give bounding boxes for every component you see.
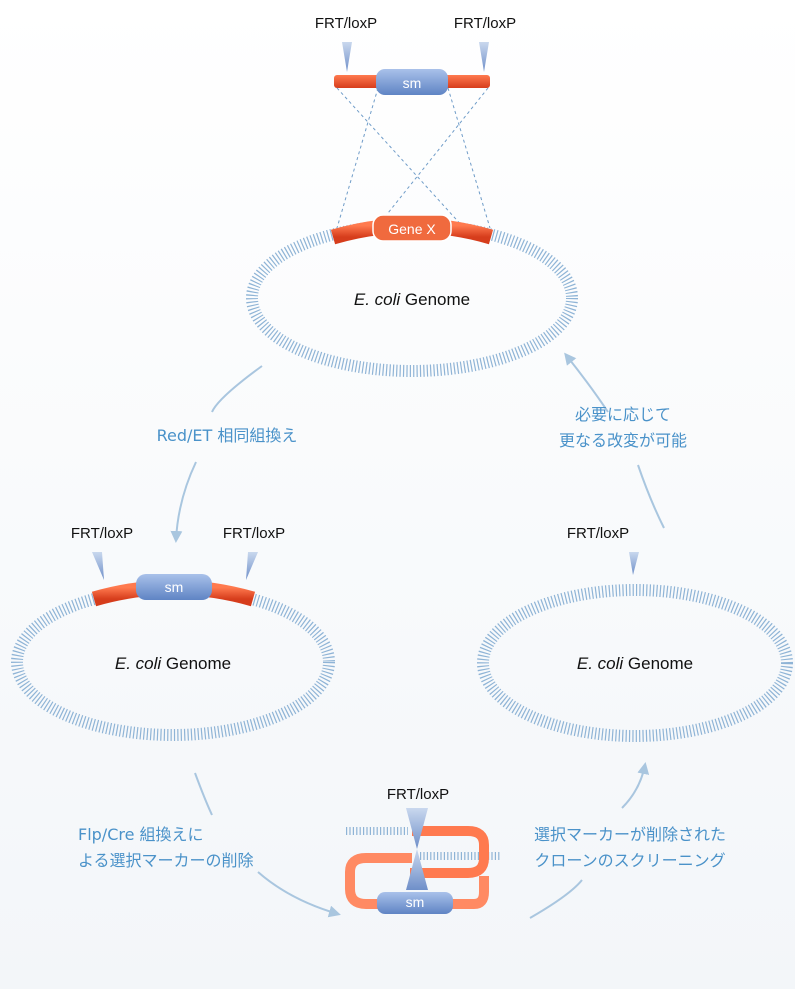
gene-x-label: Gene X [388,221,436,237]
sm-marker [377,892,453,914]
arrow-segment [211,365,263,413]
arrow-segment [194,772,213,816]
arrow-red-et [170,461,197,543]
frt-site-icon [629,552,639,575]
sm-marker [376,69,448,95]
frt-label-right: FRT/loxP [567,525,629,542]
frt-label-top-right: FRT/loxP [454,15,516,32]
step-further-line2: 更なる改変が可能 [559,431,687,450]
ecoli-italic: E. coli [115,654,163,673]
frt-label-left-a: FRT/loxP [71,525,133,542]
frt-label-bottom: FRT/loxP [387,786,449,803]
frt-label-top-left: FRT/loxP [315,15,377,32]
genome-label-left: E. coli Genome [115,654,231,673]
arrow-screening [621,762,650,809]
flow-arrows [170,352,665,919]
frt-label-left-b: FRT/loxP [223,525,285,542]
crossover-lines [336,87,491,229]
step-further-line1: 必要に応じて [575,405,671,424]
step-flp-cre-line2: よる選択マーカーの削除 [78,851,254,870]
genome-word: Genome [166,654,231,673]
step-screening-line2: クローンのスクリーニング [534,851,725,870]
step-screening-line1: 選択マーカーが削除された [534,825,726,844]
arrow-flp-cre [257,871,341,918]
frt-site-icon [92,552,104,580]
ecoli-italic: E. coli [577,654,625,673]
genome-left: FRT/loxP FRT/loxP sm E. coli Genome [11,525,335,741]
genome-label-top: E. coli Genome [354,290,470,309]
step-flp-cre-line1: Flp/Cre 組換えに [78,825,204,844]
gene-x-segment [372,214,452,242]
sm-label: sm [406,894,425,910]
frt-site-icon [406,849,428,890]
frt-site-icon [479,42,489,72]
sm-marker [136,574,212,600]
frt-site-icon [342,42,352,72]
sm-label: sm [165,579,184,595]
genome-top: Gene X E. coli Genome [246,214,578,377]
genome-right: FRT/loxP E. coli Genome [477,525,793,742]
sm-label: sm [403,75,422,91]
ecoli-italic: E. coli [354,290,402,309]
step-red-et: Red/ET 相同組換え [157,426,298,445]
frt-site-icon [246,552,258,580]
arrow-segment [637,464,665,529]
genome-word: Genome [405,290,470,309]
step-labels: Red/ET 相同組換え 必要に応じて 更なる改変が可能 Flp/Cre 組換え… [78,405,726,870]
arrow-further [564,352,609,413]
arrow-segment [529,879,583,919]
genome-label-right: E. coli Genome [577,654,693,673]
excised-loop: FRT/loxP sm [345,786,500,914]
cassette-top: FRT/loxP FRT/loxP sm [315,15,516,95]
frt-site-icon [406,808,428,849]
genome-word: Genome [628,654,693,673]
